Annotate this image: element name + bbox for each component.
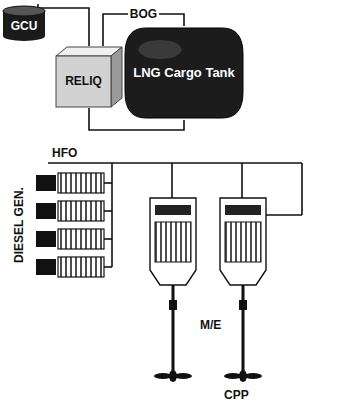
fuel-label: HFO — [50, 146, 79, 160]
generator-label: DIESEL GEN. — [12, 185, 26, 265]
reliq-unit: RELIQ — [55, 46, 123, 108]
diesel-generator — [36, 173, 112, 277]
propeller-label: CPP — [222, 388, 251, 402]
engine-label: M/E — [198, 318, 223, 332]
lng-cargo-tank: LNG Cargo Tank — [124, 26, 244, 120]
edge-label: BOG — [128, 7, 159, 21]
main-engine — [150, 198, 266, 285]
gcu-cylinder: GCU — [2, 4, 46, 42]
pipe-line — [38, 4, 89, 46]
node-label: GCU — [11, 20, 38, 33]
cpp-propeller — [154, 370, 262, 382]
node-label: RELIQ — [65, 75, 102, 88]
propeller-shaft — [169, 285, 247, 372]
node-label: LNG Cargo Tank — [133, 66, 235, 80]
